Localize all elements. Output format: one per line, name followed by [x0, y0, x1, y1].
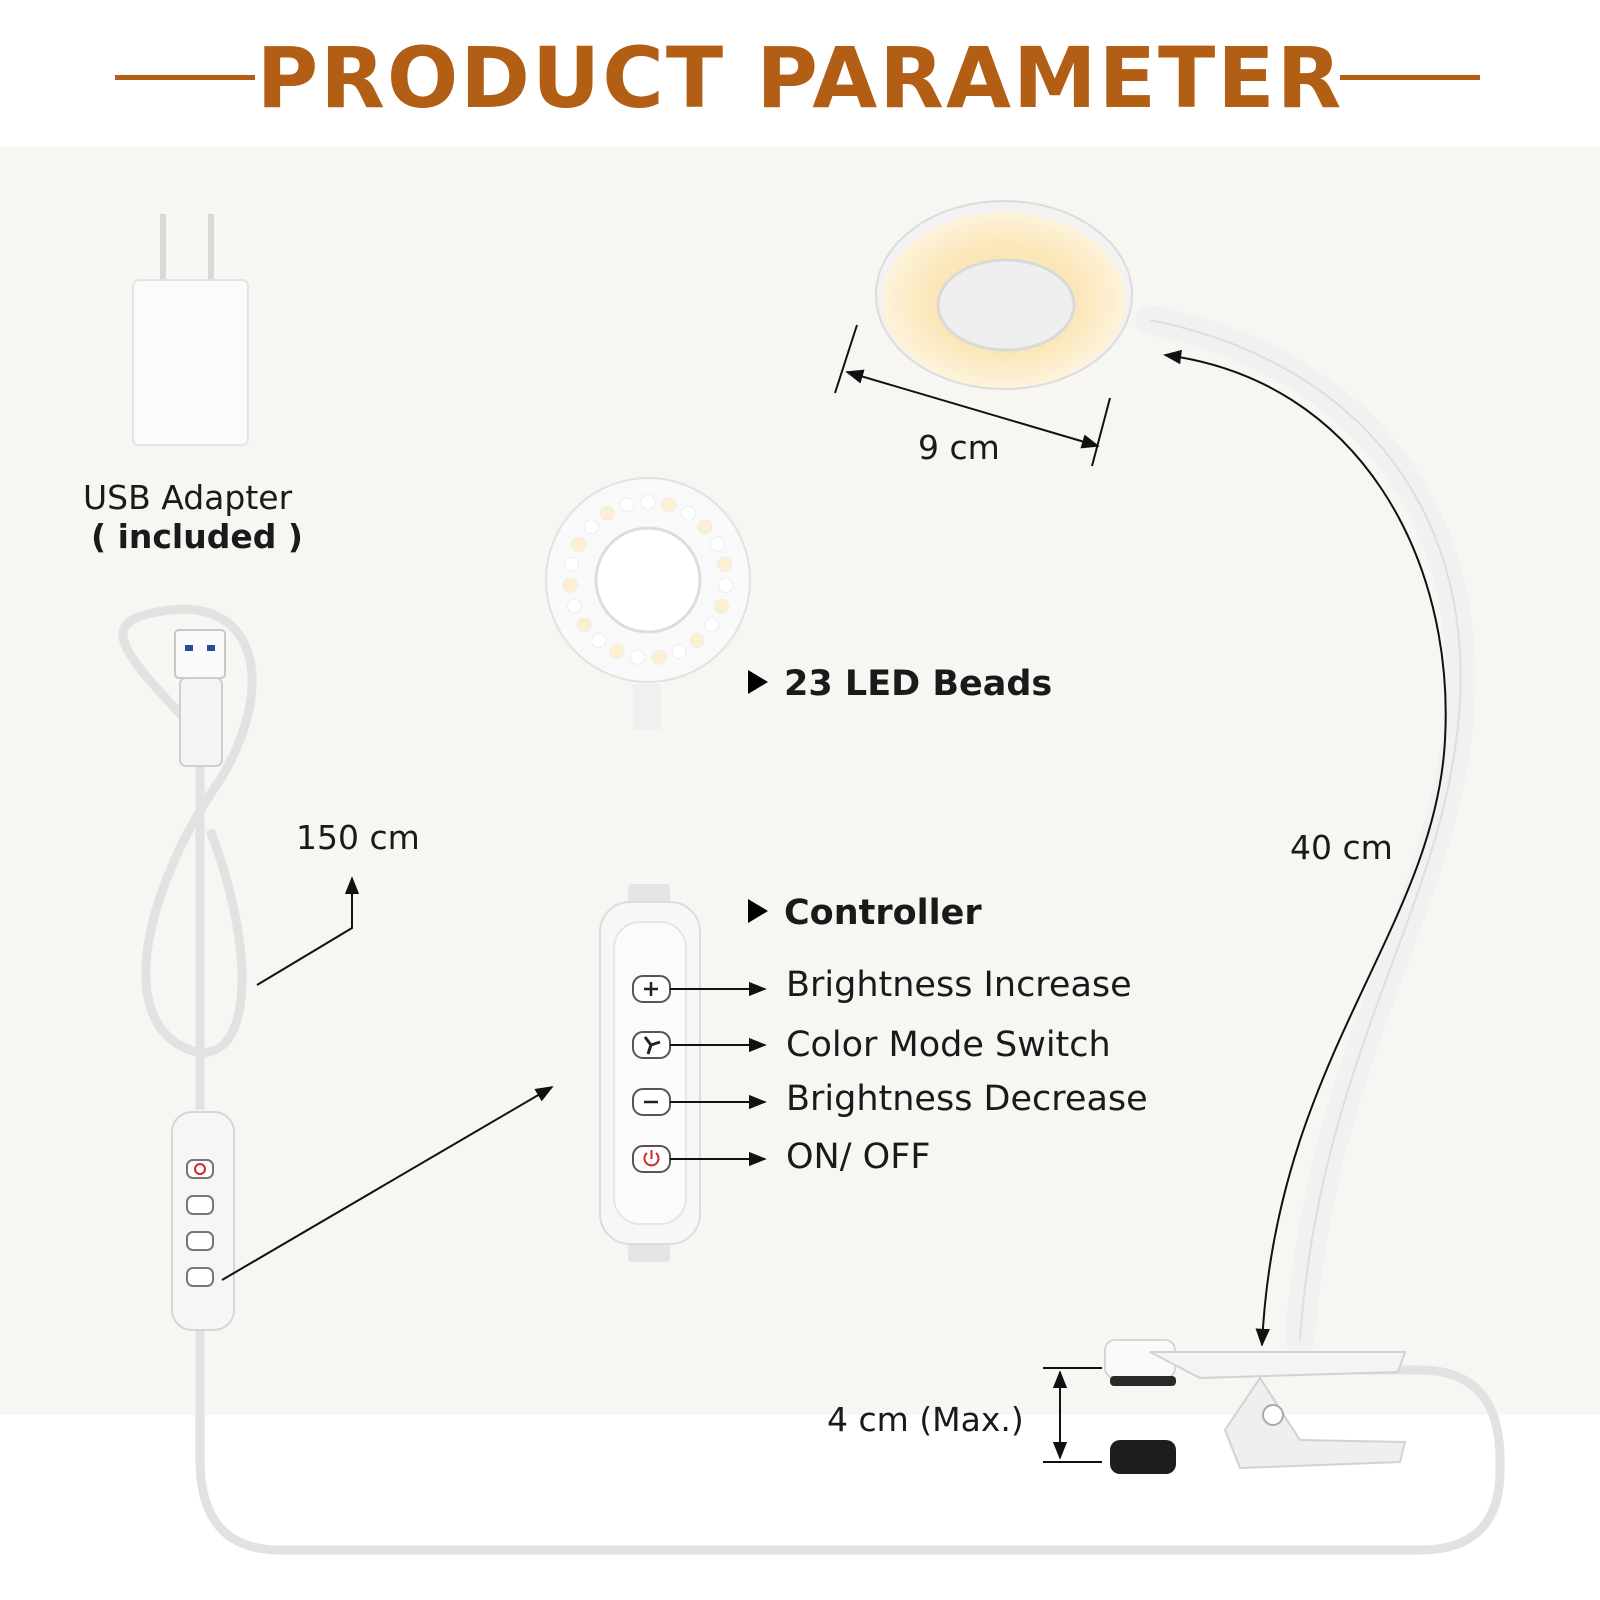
head-dim-tick-right	[1091, 397, 1111, 467]
led-bead	[651, 649, 667, 665]
led-bead	[718, 577, 734, 593]
led-beads-label: 23 LED Beads	[784, 664, 1053, 704]
arm-length-arrow	[1163, 349, 1447, 1347]
led-bead	[640, 494, 656, 510]
head-diameter-arrow	[845, 369, 1100, 449]
led-beads-heading: 23 LED Beads	[748, 664, 1052, 704]
led-bead	[661, 497, 677, 513]
led-bead	[689, 633, 705, 648]
led-bead	[709, 536, 725, 552]
led-bead	[576, 617, 592, 633]
head-diameter-label: 9 cm	[918, 428, 1000, 467]
inline-remote-image	[171, 1111, 235, 1331]
led-bead	[681, 505, 696, 521]
page-title: PRODUCT PARAMETER	[256, 29, 1344, 127]
color-mode-switch-label: Color Mode Switch	[786, 1025, 1111, 1065]
led-bead	[716, 556, 732, 572]
lamp-head-image	[875, 200, 1133, 390]
led-bead	[600, 505, 615, 521]
led-bead	[567, 598, 582, 614]
cable-length-label: 150 cm	[296, 818, 420, 857]
led-bead	[714, 598, 729, 614]
remote-zoom-arrow	[221, 1086, 554, 1281]
cable-length-arrow	[256, 876, 360, 986]
led-bead	[591, 633, 607, 648]
led-bead	[704, 617, 720, 633]
adapter-label: USB Adapter	[83, 478, 293, 517]
led-bead	[583, 519, 599, 535]
led-bead	[629, 649, 645, 665]
brightness-increase-label: Brightness Increase	[786, 965, 1132, 1005]
adapter-note: ( included )	[91, 517, 303, 556]
controller-minus-icon	[632, 1088, 671, 1116]
title-rule-left	[115, 75, 255, 80]
controller-closeup-image	[599, 884, 701, 1262]
controller-fan-icon	[632, 1031, 671, 1059]
brightness-decrease-label: Brightness Decrease	[786, 1079, 1148, 1119]
led-bead	[571, 536, 587, 552]
usb-adapter-image	[132, 214, 249, 446]
triangle-bullet-icon	[748, 899, 768, 923]
clip-image	[1104, 1339, 1407, 1474]
head-dim-tick-left	[834, 324, 858, 394]
on-off-label: ON/ OFF	[786, 1137, 931, 1177]
controller-plus-icon	[632, 975, 671, 1003]
arm-length-label: 40 cm	[1290, 828, 1393, 867]
led-bead	[619, 497, 635, 513]
title-bar	[0, 0, 1600, 147]
controller-label: Controller	[784, 893, 982, 933]
usb-cable-image	[118, 604, 1505, 1555]
clip-opening-label: 4 cm (Max.)	[827, 1400, 1024, 1439]
triangle-bullet-icon	[748, 670, 768, 694]
controller-power-icon	[632, 1145, 671, 1173]
led-bead	[697, 519, 713, 535]
usb-plug-image	[174, 629, 226, 767]
led-bead	[564, 556, 580, 572]
title-rule-right	[1340, 75, 1480, 80]
controller-heading: Controller	[748, 893, 982, 933]
gooseneck-arm-outline	[1149, 319, 1462, 1341]
led-bead	[562, 577, 578, 593]
led-bead	[609, 644, 625, 659]
led-ring-image	[545, 477, 751, 730]
led-bead	[671, 644, 687, 659]
